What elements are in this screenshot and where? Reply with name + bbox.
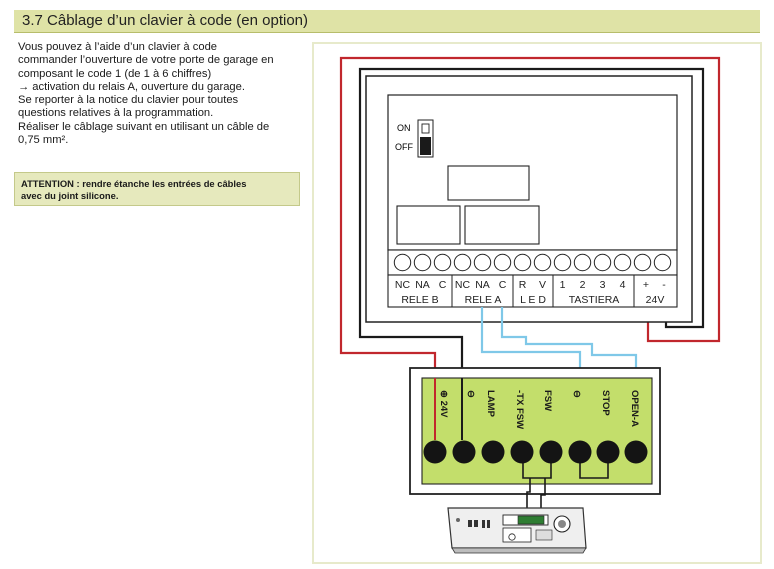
attention-line: avec du joint silicone. [21,190,119,201]
terminal-label: 3 [600,279,606,291]
terminal-label: V [539,279,546,291]
controller-label-tx-fsw: -TX FSW [514,390,525,429]
terminal-label: C [439,279,447,291]
red-wire-positive [339,56,721,440]
group-label-rele-b: RELE B [401,294,438,306]
terminal-screw [593,253,612,272]
group-label-rele-a: RELE A [465,294,502,306]
controller-terminal [596,440,620,464]
jumper-stop [579,452,609,479]
terminal-screw [633,253,652,272]
terminal-label: 1 [560,279,566,291]
terminal-screw [393,253,412,272]
terminal-screw [473,253,492,272]
section-title: 3.7 Câblage d’un clavier à code (en opti… [22,12,309,29]
controller-label-stop: STOP [600,390,611,416]
controller-terminal [568,440,592,464]
controller-label-lamp: LAMP [485,390,496,418]
terminal-label-strip [387,274,678,308]
terminal-screw [453,253,472,272]
relay-b-component [396,205,461,245]
blue-wire-relay-a-c [500,307,638,440]
intro-line: commander l’ouverture de votre porte de … [18,54,274,67]
terminal-screw [413,253,432,272]
terminal-screw [493,253,512,272]
controller-label-minus: ⊖ [465,390,476,398]
terminal-label: 4 [620,279,626,291]
terminal-label: R [519,279,527,291]
board-component [447,165,530,201]
control-unit-illustration [447,507,587,554]
terminal-block [387,249,678,276]
section-header: 3.7 Câblage d’un clavier à code (en opti… [14,10,760,33]
controller-terminal [452,440,476,464]
cable-to-unit [540,478,546,510]
controller-board [421,377,653,485]
terminal-screw [613,253,632,272]
controller-label-24v: ⊕ 24V [438,390,449,418]
terminal-screw [533,253,552,272]
intro-line: composant le code 1 (de 1 à 6 chiffres) [18,67,212,80]
dip-switch-lever [420,137,431,155]
controller-terminals [423,440,648,464]
switch-off-label: OFF [395,142,413,152]
controller-terminal [539,440,563,464]
intro-line: Réaliser le câblage suivant en utilisant… [18,120,270,133]
intro-line: 0,75 mm². [18,134,69,147]
attention-line: ATTENTION : rendre étanche les entrées d… [21,178,247,189]
jumper-tx-fsw [522,452,552,479]
group-label-led: L E D [520,294,546,306]
controller-label-open-a: OPEN-A [629,390,640,427]
intro-line: → activation du relais A, ouverture du g… [18,80,245,93]
controller-terminal [481,440,505,464]
controller-terminal [423,440,447,464]
attention-box: ATTENTION : rendre étanche les entrées d… [14,172,300,206]
terminal-screw [573,253,592,272]
relay-a-component [464,205,540,245]
group-label-24v: 24V [646,294,665,306]
controller-terminal [510,440,534,464]
controller-terminal [624,440,648,464]
terminal-label: 2 [580,279,586,291]
black-wire-negative [358,67,705,440]
switch-on-label: ON [397,123,411,133]
terminal-screw [433,253,452,272]
terminal-screws [393,253,672,272]
terminal-label: C [499,279,507,291]
terminal-screw [653,253,672,272]
terminal-label: NA [475,279,490,291]
terminal-screw [553,253,572,272]
terminal-label: - [662,279,666,291]
intro-line: questions relatives à la programmation. [18,107,214,120]
terminal-label: + [643,279,649,291]
terminal-screw [513,253,532,272]
controller-label-minus-2: ⊖ [571,390,582,398]
terminal-label: NC [395,279,411,291]
terminal-label: NA [415,279,430,291]
cable-to-unit [526,478,531,508]
dip-switch-window [421,123,430,134]
group-label-tastiera: TASTIERA [569,294,620,306]
terminal-label: NC [455,279,471,291]
controller-label-fsw: FSW [542,390,553,411]
intro-text: Vous pouvez à l’aide d’un clavier à code… [18,41,308,147]
intro-line: Vous pouvez à l’aide d’un clavier à code [18,41,218,53]
intro-line: Se reporter à la notice du clavier pour … [18,94,239,107]
